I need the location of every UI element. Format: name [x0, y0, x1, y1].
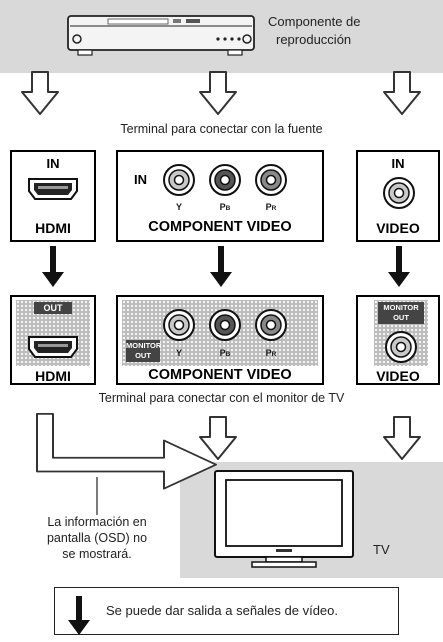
component-in-port-label: IN — [134, 172, 147, 187]
legend-text: Se puede dar salida a señales de vídeo. — [106, 603, 339, 618]
hollow-arrow-down-icon — [21, 71, 59, 115]
jack-label-pr: PR — [265, 348, 277, 358]
rca-jack-icon — [209, 309, 241, 341]
hdmi-out-port-label: OUT — [43, 303, 63, 313]
rca-jack-icon — [385, 331, 417, 363]
jack-label-pb: PB — [219, 348, 231, 358]
rca-jack-icon — [255, 309, 287, 341]
hdmi-connector-icon — [28, 178, 78, 200]
component-out-port-line1: MONITOR — [126, 341, 162, 350]
solid-arrow-down-icon — [210, 246, 232, 287]
component-out-tag — [126, 340, 160, 362]
solid-arrow-down-icon — [68, 596, 90, 635]
osd-note-line3: se mostrará. — [62, 547, 132, 561]
video-out-tag — [378, 302, 424, 324]
leader-line — [96, 477, 98, 515]
hdmi-in-name: HDMI — [35, 220, 71, 236]
source-label-line1: Componente de — [268, 14, 361, 29]
rca-jack-icon — [163, 164, 195, 196]
tv-label: TV — [373, 542, 390, 557]
osd-note-line2: pantalla (OSD) no — [46, 531, 148, 545]
component-out-port-line2: OUT — [135, 351, 151, 360]
hdmi-out-tag — [34, 302, 72, 314]
solid-arrow-down-icon — [42, 246, 64, 287]
hollow-arrow-down-icon — [383, 71, 421, 115]
l-arrow-right-icon — [36, 413, 217, 490]
hdmi-connector-icon — [28, 336, 78, 358]
solid-arrow-down-icon — [388, 246, 410, 287]
jack-label-y: Y — [175, 348, 182, 358]
tv-icon — [214, 470, 354, 568]
hollow-arrow-down-icon — [383, 416, 421, 460]
video-in-port-label: IN — [391, 156, 405, 171]
source-label-line2: reproducción — [276, 32, 352, 47]
video-in-name: VIDEO — [376, 220, 420, 236]
jack-label-pb: PB — [219, 202, 231, 212]
video-out-name: VIDEO — [376, 368, 420, 384]
hdmi-in-port-label: IN — [46, 156, 60, 171]
output-caption: Terminal para conectar con el monitor de… — [98, 391, 345, 405]
component-in-name: COMPONENT VIDEO — [148, 219, 292, 235]
hollow-arrow-down-icon — [199, 71, 237, 115]
rca-jack-icon — [163, 309, 195, 341]
osd-note-line1: La información en — [47, 515, 147, 529]
jack-label-y: Y — [175, 202, 182, 212]
legend-box — [54, 587, 399, 635]
input-caption: Terminal para conectar con la fuente — [120, 122, 323, 136]
rca-jack-icon — [209, 164, 241, 196]
hollow-arrow-down-icon — [199, 416, 237, 460]
rca-jack-icon — [255, 164, 287, 196]
hdmi-out-name: HDMI — [35, 368, 71, 384]
player-device-icon — [67, 15, 255, 56]
video-out-port-line2: OUT — [393, 313, 409, 322]
jack-label-pr: PR — [265, 202, 277, 212]
component-out-name: COMPONENT VIDEO — [148, 367, 292, 383]
video-out-port-line1: MONITOR — [383, 303, 419, 312]
rca-jack-icon — [383, 177, 415, 209]
